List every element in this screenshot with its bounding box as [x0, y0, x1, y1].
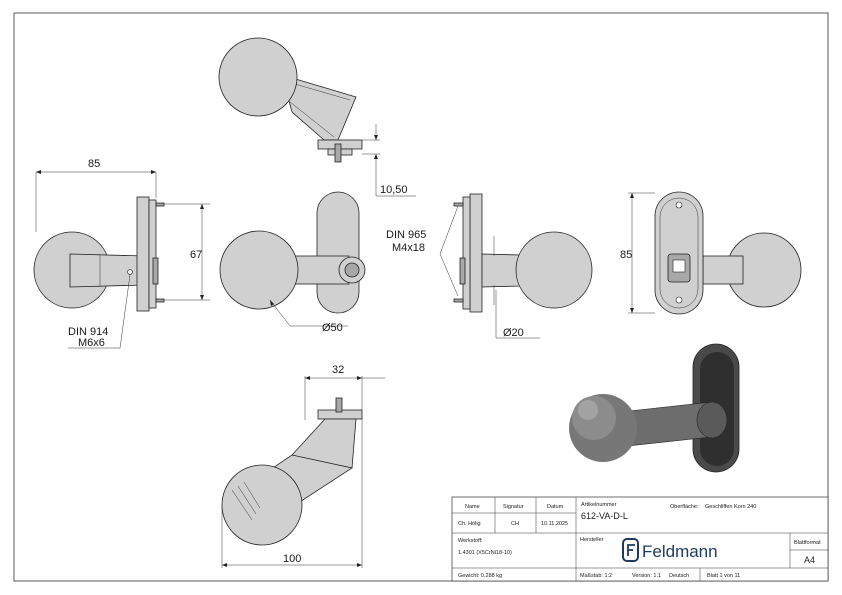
tb-article-label: Artikelnummer [581, 502, 617, 508]
dimension-10-50: 10,50 [380, 184, 408, 196]
dimension-diameter-50: Ø50 [322, 322, 343, 334]
top-view [218, 37, 416, 197]
tb-name-value: Ch. Hölig [458, 521, 481, 527]
right-side-view [439, 193, 593, 339]
dimension-67: 67 [190, 249, 202, 261]
tb-sheet-count: Blatt 1 von 11 [707, 573, 740, 579]
tb-material-value: 1.4301 (X5CrNi18-10) [458, 550, 512, 556]
title-block [451, 496, 829, 582]
tb-material-label: Werkstoff: [458, 538, 483, 544]
tb-signature-value: CH [511, 521, 519, 527]
tb-surface-value: Geschliffen Korn 240 [705, 504, 756, 510]
tb-sheet-format-label: Blattformat [794, 540, 821, 546]
tb-scale: Maßstab: 1:2 [580, 573, 612, 579]
tb-version: Version: 1.1 [632, 573, 661, 579]
isometric-view [569, 343, 740, 473]
tb-surface-label: Oberfläche: [670, 504, 699, 510]
din-965-spec: M4x18 [392, 242, 425, 254]
bottom-view [221, 376, 385, 568]
tb-weight: Gewicht: 0.288 kg [458, 573, 502, 579]
tb-manufacturer-label: Hersteller [580, 537, 604, 543]
tb-sheet-format-value: A4 [804, 555, 815, 565]
tb-logo-text: Feldmann [642, 542, 718, 561]
din-965-label: DIN 965 [386, 229, 426, 241]
tb-article-value: 612-VA-D-L [581, 511, 628, 521]
drawing-frame [13, 12, 829, 582]
din-914-spec: M6x6 [78, 337, 105, 349]
feldmann-logo-icon [622, 538, 639, 562]
dimension-diameter-20: Ø20 [503, 327, 524, 339]
tb-language: Deutsch [669, 573, 689, 579]
tb-name-header: Name [465, 504, 480, 510]
dimension-100: 100 [283, 553, 301, 565]
dimension-85-right: 85 [620, 249, 632, 261]
dimension-32: 32 [332, 364, 344, 376]
front-view [219, 191, 366, 327]
tb-signature-header: Signatur [503, 504, 524, 510]
tb-date-value: 10.11.2025 [541, 521, 568, 527]
left-side-view [33, 170, 210, 349]
tb-date-header: Datum [547, 504, 564, 510]
back-view [628, 191, 802, 315]
dimension-85-top: 85 [88, 158, 100, 170]
din-914-label: DIN 914 [68, 326, 108, 338]
